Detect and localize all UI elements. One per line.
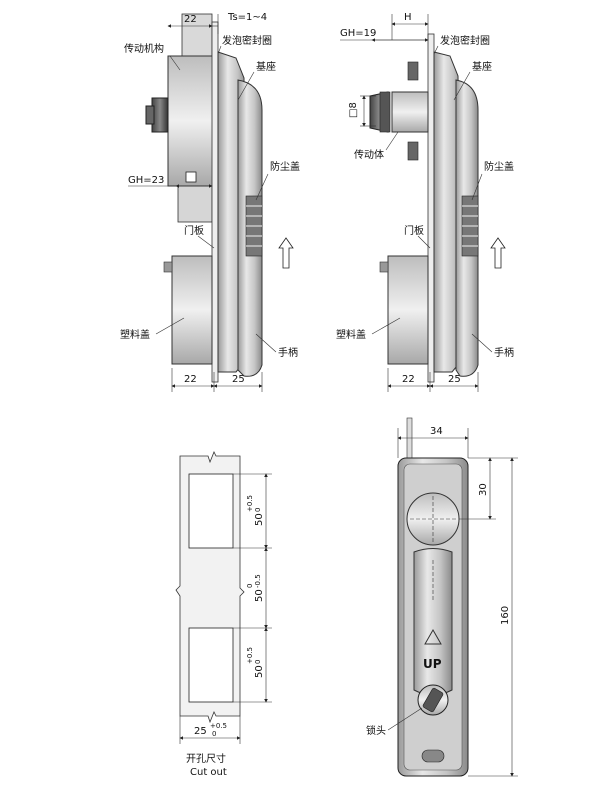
dim-160: 160 [500, 606, 511, 625]
cutout-dim-50-c: 50 [254, 665, 265, 678]
cutout-tol-b-lower: -0.5 [254, 574, 262, 588]
cutout-dim-50-b: 50 [254, 589, 265, 602]
dim-h: H [404, 12, 412, 23]
handle-label: 手柄 [278, 346, 298, 359]
door-panel [427, 33, 435, 383]
drive-body [391, 91, 429, 133]
side-view-right: H GH=19 发泡密封圈 基座 □8 传动体 防尘盖 门板 塑料盖 手柄 22… [336, 12, 514, 392]
bottom-slot [421, 749, 445, 763]
plastic-cover-label-right: 塑料盖 [336, 328, 366, 341]
dim-bottom-25-left: 25 [232, 374, 245, 385]
gh-label: GH=23 [128, 175, 164, 186]
dim-top-22: 22 [184, 14, 197, 25]
dim-bottom-25-right: 25 [448, 374, 461, 385]
base-label: 基座 [256, 60, 276, 73]
door-panel [211, 21, 219, 383]
plastic-cover-label: 塑料盖 [120, 328, 150, 341]
up-arrow-icon [490, 237, 506, 269]
dust-cover [245, 195, 263, 257]
cutout-tol-w-lower: 0 [212, 730, 216, 738]
dust-cover [461, 195, 479, 257]
cutout-tol-b-upper: 0 [246, 584, 254, 588]
dim-34: 34 [430, 426, 443, 437]
up-arrow-icon [278, 237, 294, 269]
foam-seal-label: 发泡密封圈 [222, 34, 272, 47]
knob-circle [406, 492, 460, 546]
cutout-title-en: Cut out [190, 767, 227, 778]
plastic-cover [171, 255, 213, 365]
side-view-left: 22 Ts=1~4 发泡密封圈 传动机构 基座 GH=23 防尘盖 门板 塑料盖… [120, 12, 300, 392]
front-rod [406, 417, 413, 461]
up-triangle-icon [424, 628, 442, 645]
dim-bottom-22-right: 22 [402, 374, 415, 385]
handle-label-right: 手柄 [494, 346, 514, 359]
mechanism-block [167, 55, 215, 187]
up-mark: UP [423, 657, 442, 671]
plastic-cover [387, 255, 429, 365]
front-view: UP 34 30 160 锁头 [366, 417, 518, 777]
drive-rod [181, 13, 213, 60]
foam-seal-label-right: 发泡密封圈 [440, 34, 490, 47]
dust-cover-label: 防尘盖 [270, 160, 300, 173]
dust-cover-label-right: 防尘盖 [484, 160, 514, 173]
cutout-tol-a-lower: 0 [254, 508, 262, 512]
cutout-window-bottom [188, 627, 234, 703]
drive-body-label: 传动体 [354, 149, 384, 161]
cutout-title-cn: 开孔尺寸 [186, 752, 226, 765]
door-panel-label: 门板 [184, 224, 204, 237]
lock-head-label: 锁头 [366, 724, 386, 737]
front-handle [413, 548, 453, 696]
door-panel-label-right: 门板 [404, 224, 424, 237]
mechanism-label: 传动机构 [124, 42, 164, 55]
cutout-tol-a-upper: +0.5 [246, 495, 254, 512]
cutout-dim-50-a: 50 [254, 513, 265, 526]
base-label-right: 基座 [472, 60, 492, 73]
ts-label: Ts=1~4 [227, 12, 267, 23]
cutout-tol-c-lower: 0 [254, 660, 262, 664]
cutout-window-top [188, 473, 234, 549]
gh-label-right: GH=19 [340, 28, 376, 39]
cutout-dim-25: 25 [194, 726, 207, 737]
dim-bottom-22-left: 22 [184, 374, 197, 385]
cutout-drawing: 50 +0.5 0 50 0 -0.5 50 +0.5 0 25 +0.5 0 … [175, 451, 272, 778]
cutout-tol-c-upper: +0.5 [246, 647, 254, 664]
cutout-tol-w-upper: +0.5 [210, 722, 227, 730]
square-8-label: □8 [348, 102, 359, 118]
dim-30: 30 [478, 483, 489, 496]
